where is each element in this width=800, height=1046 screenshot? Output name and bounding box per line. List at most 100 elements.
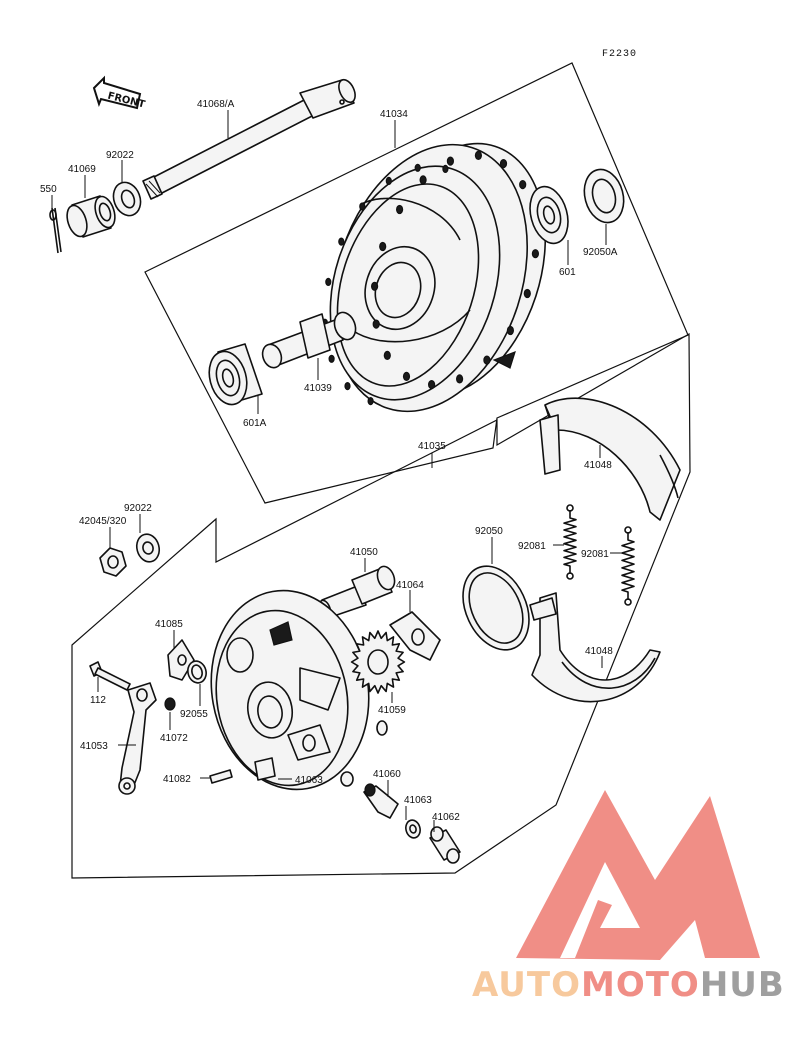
label-41072: 41072 (160, 733, 188, 744)
spoke-hole (402, 371, 411, 381)
plate-41064 (389, 611, 441, 661)
svg-text:AUTOMOTOHUB: AUTOMOTOHUB (472, 965, 785, 1005)
spoke-hole (414, 163, 421, 172)
spoke-hole (523, 288, 531, 299)
brake-panel (210, 589, 388, 791)
spoke-hole (428, 380, 436, 390)
label-41053: 41053 (80, 741, 108, 752)
label-92055: 92055 (180, 709, 208, 720)
seal-ring-92050 (462, 565, 530, 651)
spring-coil (563, 510, 577, 574)
brake-lever-41053 (118, 682, 157, 795)
gear-teeth (350, 630, 406, 694)
spoke-hole (499, 159, 508, 169)
label-92081-a: 92081 (518, 541, 546, 552)
spoke-hole (519, 180, 527, 190)
axle-41068A (142, 78, 356, 200)
bolt-112 (89, 661, 131, 691)
hub-assembly-frame (144, 62, 689, 504)
label-41064: 41064 (396, 580, 424, 591)
spring-hook (624, 598, 632, 606)
spoke-hole (371, 281, 379, 291)
spring-hook (566, 504, 574, 512)
label-601: 601 (559, 267, 576, 278)
label-41063-washer: 41063 (404, 795, 432, 806)
spoke-hole (442, 164, 449, 173)
label-41060: 41060 (373, 769, 401, 780)
brake-panel-frame (71, 332, 691, 879)
label-41068A: 41068/A (197, 99, 235, 110)
label-41039: 41039 (304, 383, 332, 394)
label-92050: 92050 (475, 526, 503, 537)
label-92022-lower: 92022 (124, 503, 152, 514)
label-92022-top: 92022 (106, 150, 134, 161)
brake-shoe-41048-lower (529, 592, 661, 703)
label-41050: 41050 (350, 547, 378, 558)
spacer-41039 (261, 311, 357, 369)
bolt-41072 (164, 697, 176, 711)
spring-92081-a (563, 504, 577, 580)
bearing-601 (529, 185, 569, 245)
label-112: 112 (90, 695, 106, 706)
spoke-hole (456, 374, 464, 384)
diagram-code: F2230 (602, 49, 637, 60)
spoke-hole (385, 176, 392, 185)
label-42045-320: 42045/320 (79, 516, 127, 527)
washer-41063 (405, 819, 421, 839)
spoke-hole (383, 350, 391, 360)
spoke-hole (372, 319, 380, 329)
spring-hook (566, 572, 574, 580)
collar-41069 (66, 195, 116, 238)
wheel-hub-41034 (329, 142, 547, 413)
spoke-hole (367, 397, 374, 406)
watermark-logo: AUTOMOTOHUB (472, 790, 785, 1005)
washer-92022-lower (135, 533, 161, 563)
label-41082: 41082 (163, 774, 191, 785)
label-41063-panel: 41063 (295, 775, 323, 786)
spoke-hole (474, 150, 482, 160)
spoke-hole (359, 202, 366, 211)
watermark-triangle-icon (516, 790, 760, 960)
bushing-41062 (429, 826, 461, 864)
washer-92022-top (112, 181, 142, 217)
spring-hook (624, 526, 632, 534)
spoke-hole (483, 355, 491, 365)
gear-hub (367, 649, 389, 675)
front-arrow-icon: FRONT (92, 75, 146, 111)
label-41062: 41062 (432, 812, 460, 823)
label-41048-lower: 41048 (585, 646, 613, 657)
watermark-auto: AUTO (472, 965, 581, 1005)
spoke-hole (506, 325, 514, 336)
spring-92081-b (621, 526, 635, 606)
label-41048-upper: 41048 (584, 460, 612, 471)
pin-41082 (209, 769, 233, 784)
label-41034: 41034 (380, 109, 408, 120)
label-41069: 41069 (68, 164, 96, 175)
watermark-hub: HUB (700, 965, 785, 1005)
label-92050A: 92050A (583, 247, 618, 258)
spoke-hole (446, 156, 454, 166)
spring-coil (621, 532, 635, 600)
spoke-hole (419, 175, 427, 185)
label-41085: 41085 (155, 619, 183, 630)
cotter-pin-550 (49, 207, 62, 254)
seal-92050A (583, 168, 625, 224)
spoke-hole (338, 237, 345, 246)
watermark-moto: MOTO (581, 965, 700, 1005)
label-601A: 601A (243, 418, 267, 429)
spoke-hole (325, 277, 332, 286)
spoke-hole (531, 249, 540, 259)
spoke-hole (396, 204, 404, 215)
brake-shoe-41048-upper (539, 397, 681, 521)
label-550: 550 (40, 184, 57, 195)
bearing-601A (208, 343, 263, 406)
spoke-hole (328, 354, 335, 363)
label-41059: 41059 (378, 705, 406, 716)
spoke-hole (344, 382, 351, 391)
label-92081-b: 92081 (581, 549, 609, 560)
spoke-hole (379, 241, 387, 252)
nut-42045-320 (99, 547, 127, 577)
shaft-41060 (363, 783, 399, 819)
gear-41059 (350, 630, 406, 694)
